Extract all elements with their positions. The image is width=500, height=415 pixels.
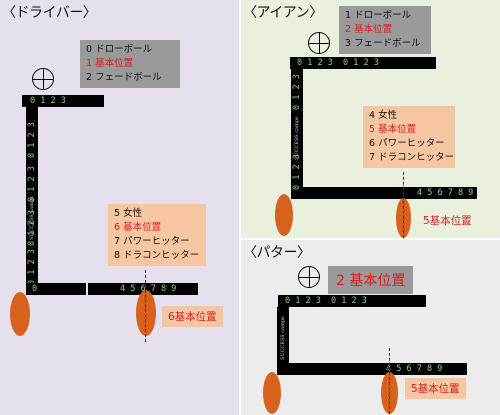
driver-title: 〈ドライバー〉 (2, 5, 97, 21)
driver-brand: SUCCESS camps (29, 196, 35, 240)
iron-hscale-bottom-label: 4 5 6 7 8 9 (417, 188, 474, 198)
iron-legend-item-4: 4 女性 (369, 110, 398, 121)
iron-legend-bottom: 4 女性 5 基本位置 6 パワーヒッター 7 ドラコンヒッター (363, 106, 455, 168)
driver-hscale-left-label: 0 (32, 284, 38, 294)
putter-hscale-bottom (277, 363, 467, 375)
driver-legend-item-5: 5 女性 (114, 208, 143, 219)
driver-hscale-top-label: 0 1 2 3 (30, 96, 66, 106)
driver-legend-top: 0 ドローボール 1 基本位置 2 フェードボール (80, 40, 180, 88)
driver-legend-item-2: 2 フェードボール (86, 72, 162, 83)
driver-legend-item-1: 1 基本位置 (86, 58, 134, 69)
driver-hscale-bottom-label: 4 5 6 7 8 9 (120, 284, 177, 294)
driver-hscale-top (22, 95, 104, 107)
driver-vscale (26, 107, 38, 295)
iron-hscale-top-label: 0 1 2 3 0 1 2 3 (297, 58, 379, 68)
driver-guide-line (145, 270, 146, 342)
driver-legend-item-0: 0 ドローボール (86, 44, 153, 55)
putter-guide-line (389, 348, 390, 414)
iron-legend-item-2: 2 基本位置 (345, 24, 393, 35)
driver-club-left (10, 292, 30, 336)
driver-legend-item-7: 7 パワーヒッター (114, 236, 190, 247)
driver-legend-item-8: 8 ドラコンヒッター (114, 250, 200, 261)
putter-hscale-top (278, 295, 426, 307)
driver-tag: 6基本位置 (162, 306, 223, 327)
putter-club-left (263, 372, 281, 414)
driver-ball (32, 68, 54, 90)
iron-title: 〈アイアン〉 (243, 5, 323, 21)
iron-tag: 5基本位置 (423, 215, 472, 227)
putter-brand: SUCCESS camps (280, 316, 286, 360)
iron-ball (308, 32, 330, 54)
iron-panel: 〈アイアン〉 1 ドローボール 2 基本位置 3 フェードボール 0 1 2 3… (241, 0, 500, 238)
driver-panel: 〈ドライバー〉 0 ドローボール 1 基本位置 2 フェードボール 0 1 2 … (0, 0, 239, 415)
putter-tag-top: 2 基本位置 (328, 266, 414, 294)
driver-hscale-bottom-left (26, 283, 86, 295)
iron-legend-item-3: 3 フェードボール (345, 38, 421, 49)
driver-vscale-label-1: 0 1 2 3 (27, 122, 37, 158)
driver-legend-bottom: 5 女性 6 基本位置 7 パワーヒッター 8 ドラコンヒッター (108, 204, 206, 266)
driver-hscale-bottom (88, 283, 198, 295)
iron-guide-line (403, 172, 404, 238)
iron-legend-item-5: 5 基本位置 (369, 124, 417, 135)
driver-club-right (136, 290, 156, 336)
iron-vscale-label-1: 0 1 2 3 (292, 74, 302, 110)
putter-vscale (277, 307, 289, 363)
iron-legend-item-7: 7 ドラコンヒッター (369, 152, 455, 163)
iron-brand: SUCCESS camps (294, 116, 300, 160)
iron-club-left (275, 194, 293, 236)
iron-legend-item-1: 1 ドローボール (345, 10, 412, 21)
putter-hscale-top-label: 0 1 2 3 0 1 2 3 (285, 296, 367, 306)
driver-legend-item-6: 6 基本位置 (114, 222, 162, 233)
putter-title: 〈パター〉 (243, 245, 311, 261)
putter-tag: 5基本位置 (405, 378, 466, 399)
putter-hscale-bottom-label: 4 5 6 7 8 9 (386, 364, 443, 374)
driver-vscale-label-4: 0 1 2 3 (27, 249, 37, 285)
iron-hscale-top (290, 57, 436, 69)
putter-ball (298, 266, 320, 288)
iron-vscale (291, 69, 303, 199)
iron-legend-item-6: 6 パワーヒッター (369, 138, 445, 149)
putter-panel: 〈パター〉 2 基本位置 0 1 2 3 0 1 2 3 SUCCESS cam… (241, 240, 500, 415)
iron-legend-top: 1 ドローボール 2 基本位置 3 フェードボール (339, 6, 431, 54)
iron-hscale-bottom (299, 187, 477, 199)
